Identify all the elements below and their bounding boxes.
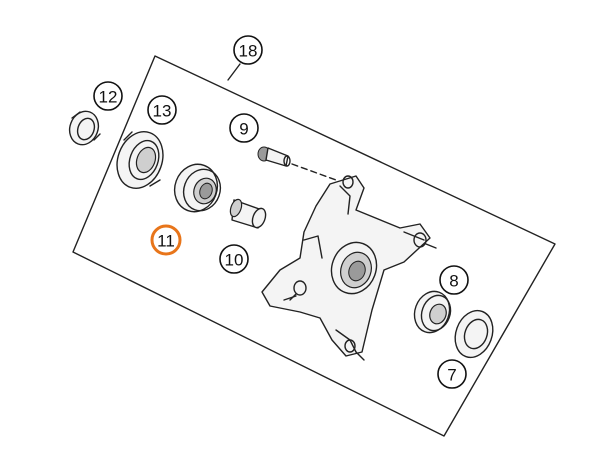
callout-label-11: 11: [157, 232, 175, 251]
callout-12: 12: [93, 81, 123, 111]
assembly-frame: [72, 55, 556, 437]
spacer-sleeve-10: [229, 198, 267, 229]
ball-bearing-11: [173, 163, 222, 213]
hub-body: [261, 175, 437, 361]
callout-label-12: 12: [99, 88, 118, 107]
callout-8: 8: [439, 265, 469, 295]
callout-label-18: 18: [239, 42, 258, 61]
callout-13: 13: [147, 95, 177, 125]
callout-10: 10: [219, 244, 249, 274]
callout-label-10: 10: [225, 251, 244, 270]
callout-11: 11: [150, 224, 182, 256]
callout-circle-7: [437, 359, 467, 389]
ball-bearing-8: [413, 290, 452, 334]
callout-label-8: 8: [449, 272, 458, 291]
callout-7: 7: [437, 359, 467, 389]
shaft-seal-13: [116, 131, 164, 189]
callout-18: 18: [233, 35, 263, 65]
callout-circle-18: [233, 35, 263, 65]
callout-layer: 18 12 13 9 11 10 8 7: [93, 35, 469, 389]
callout-label-7: 7: [447, 366, 456, 385]
callout-circle-13: [147, 95, 177, 125]
callout-circle-10: [219, 244, 249, 274]
callout-circle-8: [439, 265, 469, 295]
callout-circle-12: [93, 81, 123, 111]
callout-label-13: 13: [153, 102, 172, 121]
callout-9: 9: [229, 113, 259, 143]
callout-circle-9: [229, 113, 259, 143]
seal-ring-12: [68, 110, 101, 146]
callout-circle-11: [150, 224, 182, 256]
shaft-seal-7: [454, 309, 494, 359]
leader-18: [227, 63, 241, 81]
callout-label-9: 9: [239, 120, 248, 139]
bolt-9: [257, 146, 337, 181]
